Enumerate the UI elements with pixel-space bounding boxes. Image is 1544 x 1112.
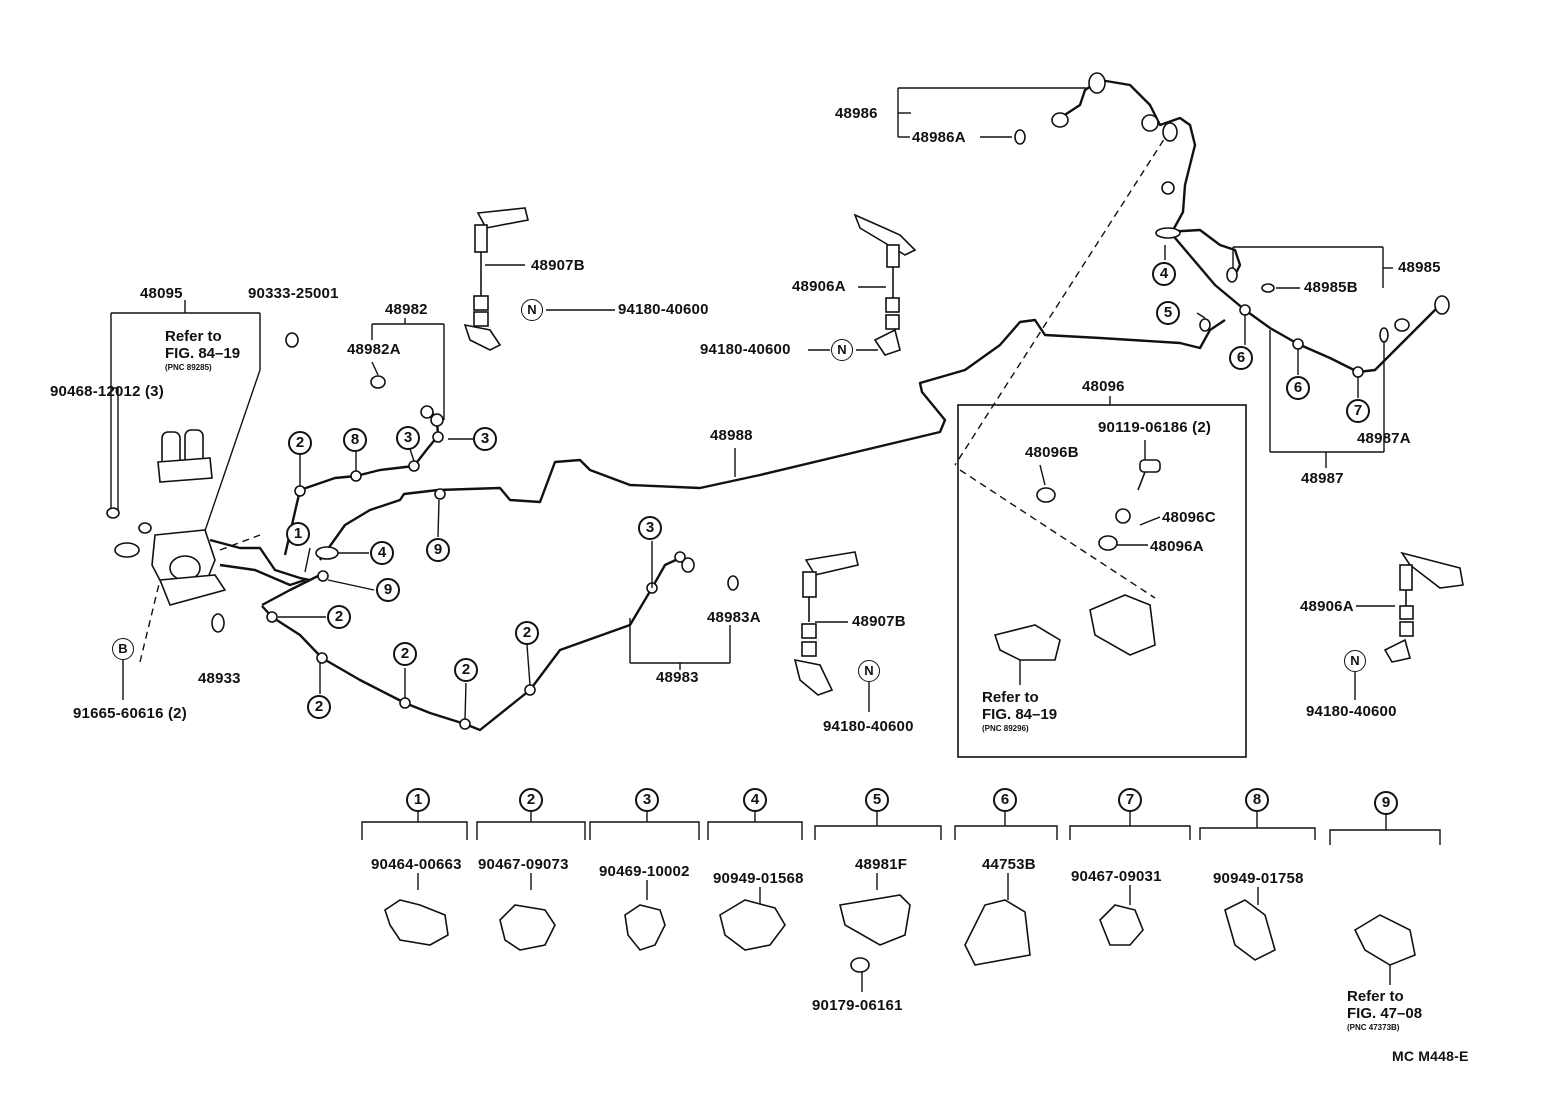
label-48983: 48983 xyxy=(656,669,699,686)
legend-part-1: 90464-00663 xyxy=(371,856,462,873)
ref2-line2: FIG. 84–19 xyxy=(982,706,1058,723)
label-90119-06186: 90119-06186 (2) xyxy=(1098,419,1212,436)
label-94180-40600-b: 94180-40600 xyxy=(700,341,791,358)
leader-lines xyxy=(110,87,1395,720)
diagram-id: MC M448-E xyxy=(1392,1048,1469,1064)
legend-part-2: 90467-09073 xyxy=(478,856,569,873)
callout-2: 2 xyxy=(307,695,331,719)
ref3-pnc: (PNC 47373B) xyxy=(1347,1023,1400,1032)
ref2-line1: Refer to xyxy=(982,689,1039,706)
ref1-line1: Refer to xyxy=(165,328,222,345)
callout-3: 3 xyxy=(396,426,420,450)
label-48982: 48982 xyxy=(385,301,428,318)
label-48985: 48985 xyxy=(1398,259,1441,276)
label-48096B: 48096B xyxy=(1025,444,1079,461)
box-48096 xyxy=(957,404,1247,758)
legend-callout-8: 8 xyxy=(1245,788,1269,812)
label-48986A: 48986A xyxy=(912,129,966,146)
label-94180-40600-c: 94180-40600 xyxy=(823,718,914,735)
ref3-line2: FIG. 47–08 xyxy=(1347,1005,1423,1022)
legend-callout-5: 5 xyxy=(865,788,889,812)
callout-2: 2 xyxy=(454,658,478,682)
callout-4: 4 xyxy=(370,541,394,565)
label-91665-60616: 91665-60616 (2) xyxy=(73,705,187,722)
legend-callout-6: 6 xyxy=(993,788,1017,812)
label-48096: 48096 xyxy=(1082,378,1125,395)
legend-brackets xyxy=(361,812,1441,992)
label-48906A-right: 48906A xyxy=(1300,598,1354,615)
tube-48987 xyxy=(1169,231,1441,374)
ref2-pnc: (PNC 89296) xyxy=(982,724,1029,733)
ref3-line1: Refer to xyxy=(1347,988,1404,1005)
legend-callout-1: 1 xyxy=(406,788,430,812)
rear-tube-48986 xyxy=(1059,78,1197,233)
label-48907B-bottom: 48907B xyxy=(852,613,906,630)
valve-pipes xyxy=(209,538,321,607)
part-illustrations xyxy=(106,72,1464,973)
ref1-pnc: (PNC 89285) xyxy=(165,363,212,372)
dashed-leader-48096 xyxy=(959,469,1156,599)
marker-b: B xyxy=(112,638,134,660)
label-48983A: 48983A xyxy=(707,609,761,626)
label-48933: 48933 xyxy=(198,670,241,687)
label-48986: 48986 xyxy=(835,105,878,122)
ref1-line2: FIG. 84–19 xyxy=(165,345,241,362)
label-94180-40600-d: 94180-40600 xyxy=(1306,703,1397,720)
legend-callout-3: 3 xyxy=(635,788,659,812)
legend-part-7: 90467-09031 xyxy=(1071,868,1162,885)
legend-part-5-sub: 90179-06161 xyxy=(812,997,903,1014)
callout-3: 3 xyxy=(473,427,497,451)
label-94180-40600-a: 94180-40600 xyxy=(618,301,709,318)
callout-1: 1 xyxy=(286,522,310,546)
label-48982A: 48982A xyxy=(347,341,401,358)
label-48096C: 48096C xyxy=(1162,509,1216,526)
label-48987: 48987 xyxy=(1301,470,1344,487)
callout-2: 2 xyxy=(515,621,539,645)
marker-n-c: N xyxy=(858,660,880,682)
legend-callout-2: 2 xyxy=(519,788,543,812)
marker-n-b: N xyxy=(831,339,853,361)
legend-part-3: 90469-10002 xyxy=(599,863,690,880)
label-48985B: 48985B xyxy=(1304,279,1358,296)
callout-6: 6 xyxy=(1286,376,1310,400)
callout-6: 6 xyxy=(1229,346,1253,370)
legend-part-5: 48981F xyxy=(855,856,908,873)
label-48907B-top: 48907B xyxy=(531,257,585,274)
callout-2: 2 xyxy=(288,431,312,455)
label-48096A: 48096A xyxy=(1150,538,1204,555)
hose-48985 xyxy=(1164,228,1242,276)
dashed-leader-48986 xyxy=(954,129,1171,466)
label-48095: 48095 xyxy=(140,285,183,302)
legend-callout-4: 4 xyxy=(743,788,767,812)
callout-5: 5 xyxy=(1156,301,1180,325)
legend-part-6: 44753B xyxy=(982,856,1036,873)
callout-8: 8 xyxy=(343,428,367,452)
tube-48982 xyxy=(283,409,440,556)
callout-9: 9 xyxy=(376,578,400,602)
label-48906A-mid: 48906A xyxy=(792,278,846,295)
label-48987A: 48987A xyxy=(1357,430,1411,447)
callout-7: 7 xyxy=(1346,399,1370,423)
marker-n-a: N xyxy=(521,299,543,321)
legend-part-8: 90949-01758 xyxy=(1213,870,1304,887)
callout-9: 9 xyxy=(426,538,450,562)
callout-2: 2 xyxy=(393,642,417,666)
legend-part-4: 90949-01568 xyxy=(713,870,804,887)
label-48988: 48988 xyxy=(710,427,753,444)
callout-4: 4 xyxy=(1152,262,1176,286)
dashed-leader-B xyxy=(139,579,161,663)
marker-n-d: N xyxy=(1344,650,1366,672)
callout-3: 3 xyxy=(638,516,662,540)
label-90333-25001: 90333-25001 xyxy=(248,285,339,302)
legend-callout-9: 9 xyxy=(1374,791,1398,815)
callout-2: 2 xyxy=(327,605,351,629)
label-90468-12012: 90468-12012 (3) xyxy=(50,383,164,400)
legend-callout-7: 7 xyxy=(1118,788,1142,812)
main-brake-tube-48988 xyxy=(319,318,1226,561)
